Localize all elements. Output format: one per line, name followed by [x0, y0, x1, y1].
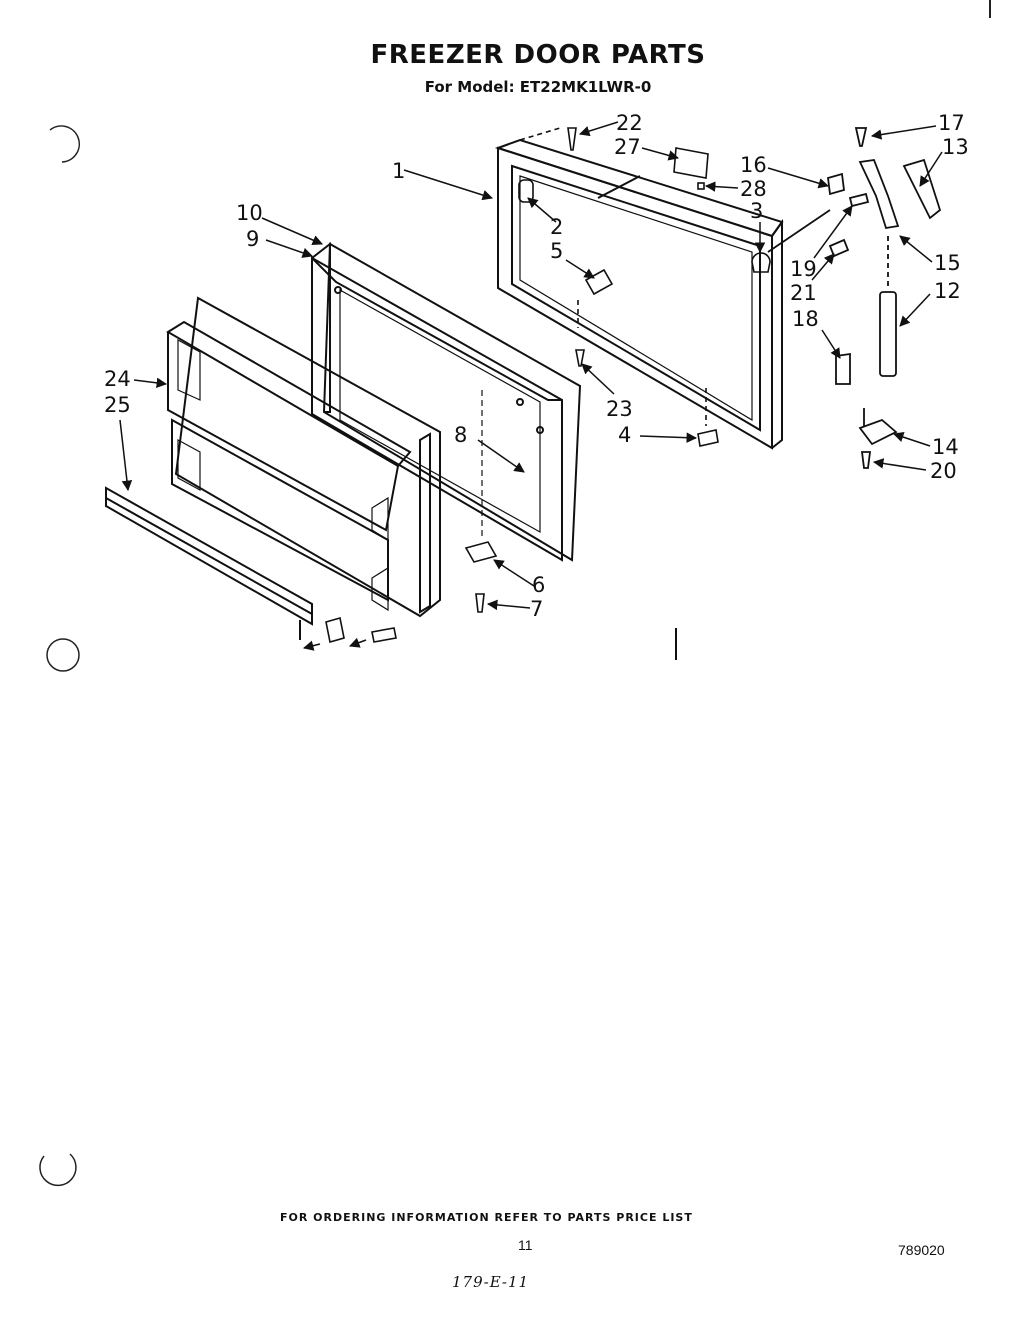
leader-24 [133, 377, 168, 389]
callout-label-25: 25 [104, 393, 131, 417]
document-number: 789020 [898, 1242, 945, 1258]
leader-20 [872, 458, 927, 471]
clip-part-28 [697, 182, 705, 190]
leader-27 [641, 147, 680, 161]
callout-label-14: 14 [932, 435, 959, 459]
leader-4 [639, 432, 698, 443]
clip-part [325, 616, 345, 644]
callout-label-16: 16 [740, 153, 767, 177]
leader-13 [919, 151, 943, 187]
bottom-hardware [325, 541, 498, 644]
model-subtitle: For Model: ET22MK1LWR-0 [424, 78, 652, 96]
callout-label-1: 1 [392, 159, 405, 183]
leader-6 [493, 559, 535, 587]
callout-label-17: 17 [938, 111, 965, 135]
callout-label-13: 13 [942, 135, 969, 159]
screw-part-22 [567, 127, 577, 151]
callout-label-8: 8 [454, 423, 467, 447]
leader-22 [578, 121, 619, 137]
screw-part-17 [854, 127, 868, 147]
callout-label-27: 27 [614, 135, 641, 159]
leader-16 [767, 167, 830, 189]
callout-labels: 1234567891012131415161718192021222324252… [104, 111, 969, 621]
leader-15 [899, 235, 933, 263]
handwritten-note: 179-E-11 [452, 1273, 530, 1291]
clip-part-19 [848, 192, 870, 208]
leader-1 [403, 169, 494, 201]
callout-label-5: 5 [550, 239, 563, 263]
callout-label-18: 18 [792, 307, 819, 331]
door-liner [494, 138, 784, 450]
callout-label-2: 2 [550, 215, 563, 239]
callout-label-6: 6 [532, 573, 545, 597]
bracket-part-14 [858, 418, 898, 446]
handle-part-13-top [858, 159, 900, 230]
callout-label-9: 9 [246, 227, 259, 251]
page-title: FREEZER DOOR PARTS [370, 40, 706, 70]
handle-bar-part-12 [879, 291, 897, 377]
callout-label-10: 10 [236, 201, 263, 225]
leader-21 [811, 253, 835, 281]
binder-hole-top [49, 125, 81, 163]
leader-12 [899, 293, 931, 327]
leader-17 [870, 125, 937, 140]
leader-5 [565, 259, 595, 279]
cover-part-13 [902, 158, 942, 220]
callout-label-20: 20 [930, 459, 957, 483]
screw-part-7 [475, 593, 485, 613]
cap-part-3 [751, 252, 771, 273]
leader-9 [265, 239, 313, 258]
spacer-part-16 [827, 172, 845, 196]
leader-25 [119, 419, 133, 492]
page-number: 11 [518, 1237, 533, 1253]
door-panel [166, 296, 441, 618]
binder-hole-bottom [39, 1153, 77, 1187]
leader-clip [302, 640, 321, 651]
screw-part-20 [860, 451, 872, 469]
bumper-part-4 [697, 429, 719, 447]
leader-8 [477, 439, 525, 473]
leader-7 [486, 599, 531, 611]
handle-assembly [767, 127, 942, 469]
callout-label-4: 4 [618, 423, 631, 447]
bottom-screw [371, 627, 397, 643]
callout-label-21: 21 [790, 281, 817, 305]
plate-part-27 [673, 147, 709, 179]
hinge-pin-part-6 [464, 541, 498, 563]
callout-label-28: 28 [740, 177, 767, 201]
callout-label-24: 24 [104, 367, 131, 391]
leader-10 [261, 217, 323, 246]
callout-label-12: 12 [934, 279, 961, 303]
binder-holes [39, 125, 81, 1187]
callout-label-3: 3 [750, 199, 763, 223]
leader-19 [813, 205, 853, 259]
callout-leaders [119, 121, 943, 651]
liner-hardware [518, 127, 771, 447]
leader-18 [821, 329, 841, 359]
leader-28 [704, 181, 739, 192]
ordering-note: FOR ORDERING INFORMATION REFER TO PARTS … [280, 1211, 693, 1224]
bracket-part-5 [584, 268, 614, 296]
spacer-part-18 [835, 352, 851, 385]
screw-part-23 [575, 349, 585, 367]
trim-strip [105, 486, 313, 640]
door-stop-part-2 [518, 179, 534, 203]
binder-hole-middle [46, 638, 80, 672]
leader-2 [527, 197, 557, 223]
callout-label-19: 19 [790, 257, 817, 281]
callout-label-15: 15 [934, 251, 961, 275]
screw-part-21 [828, 238, 850, 258]
callout-label-22: 22 [616, 111, 643, 135]
leader-screw [349, 637, 367, 648]
leader-14 [893, 432, 931, 447]
callout-label-7: 7 [530, 597, 543, 621]
leader-23 [581, 363, 615, 395]
callout-label-23: 23 [606, 397, 633, 421]
